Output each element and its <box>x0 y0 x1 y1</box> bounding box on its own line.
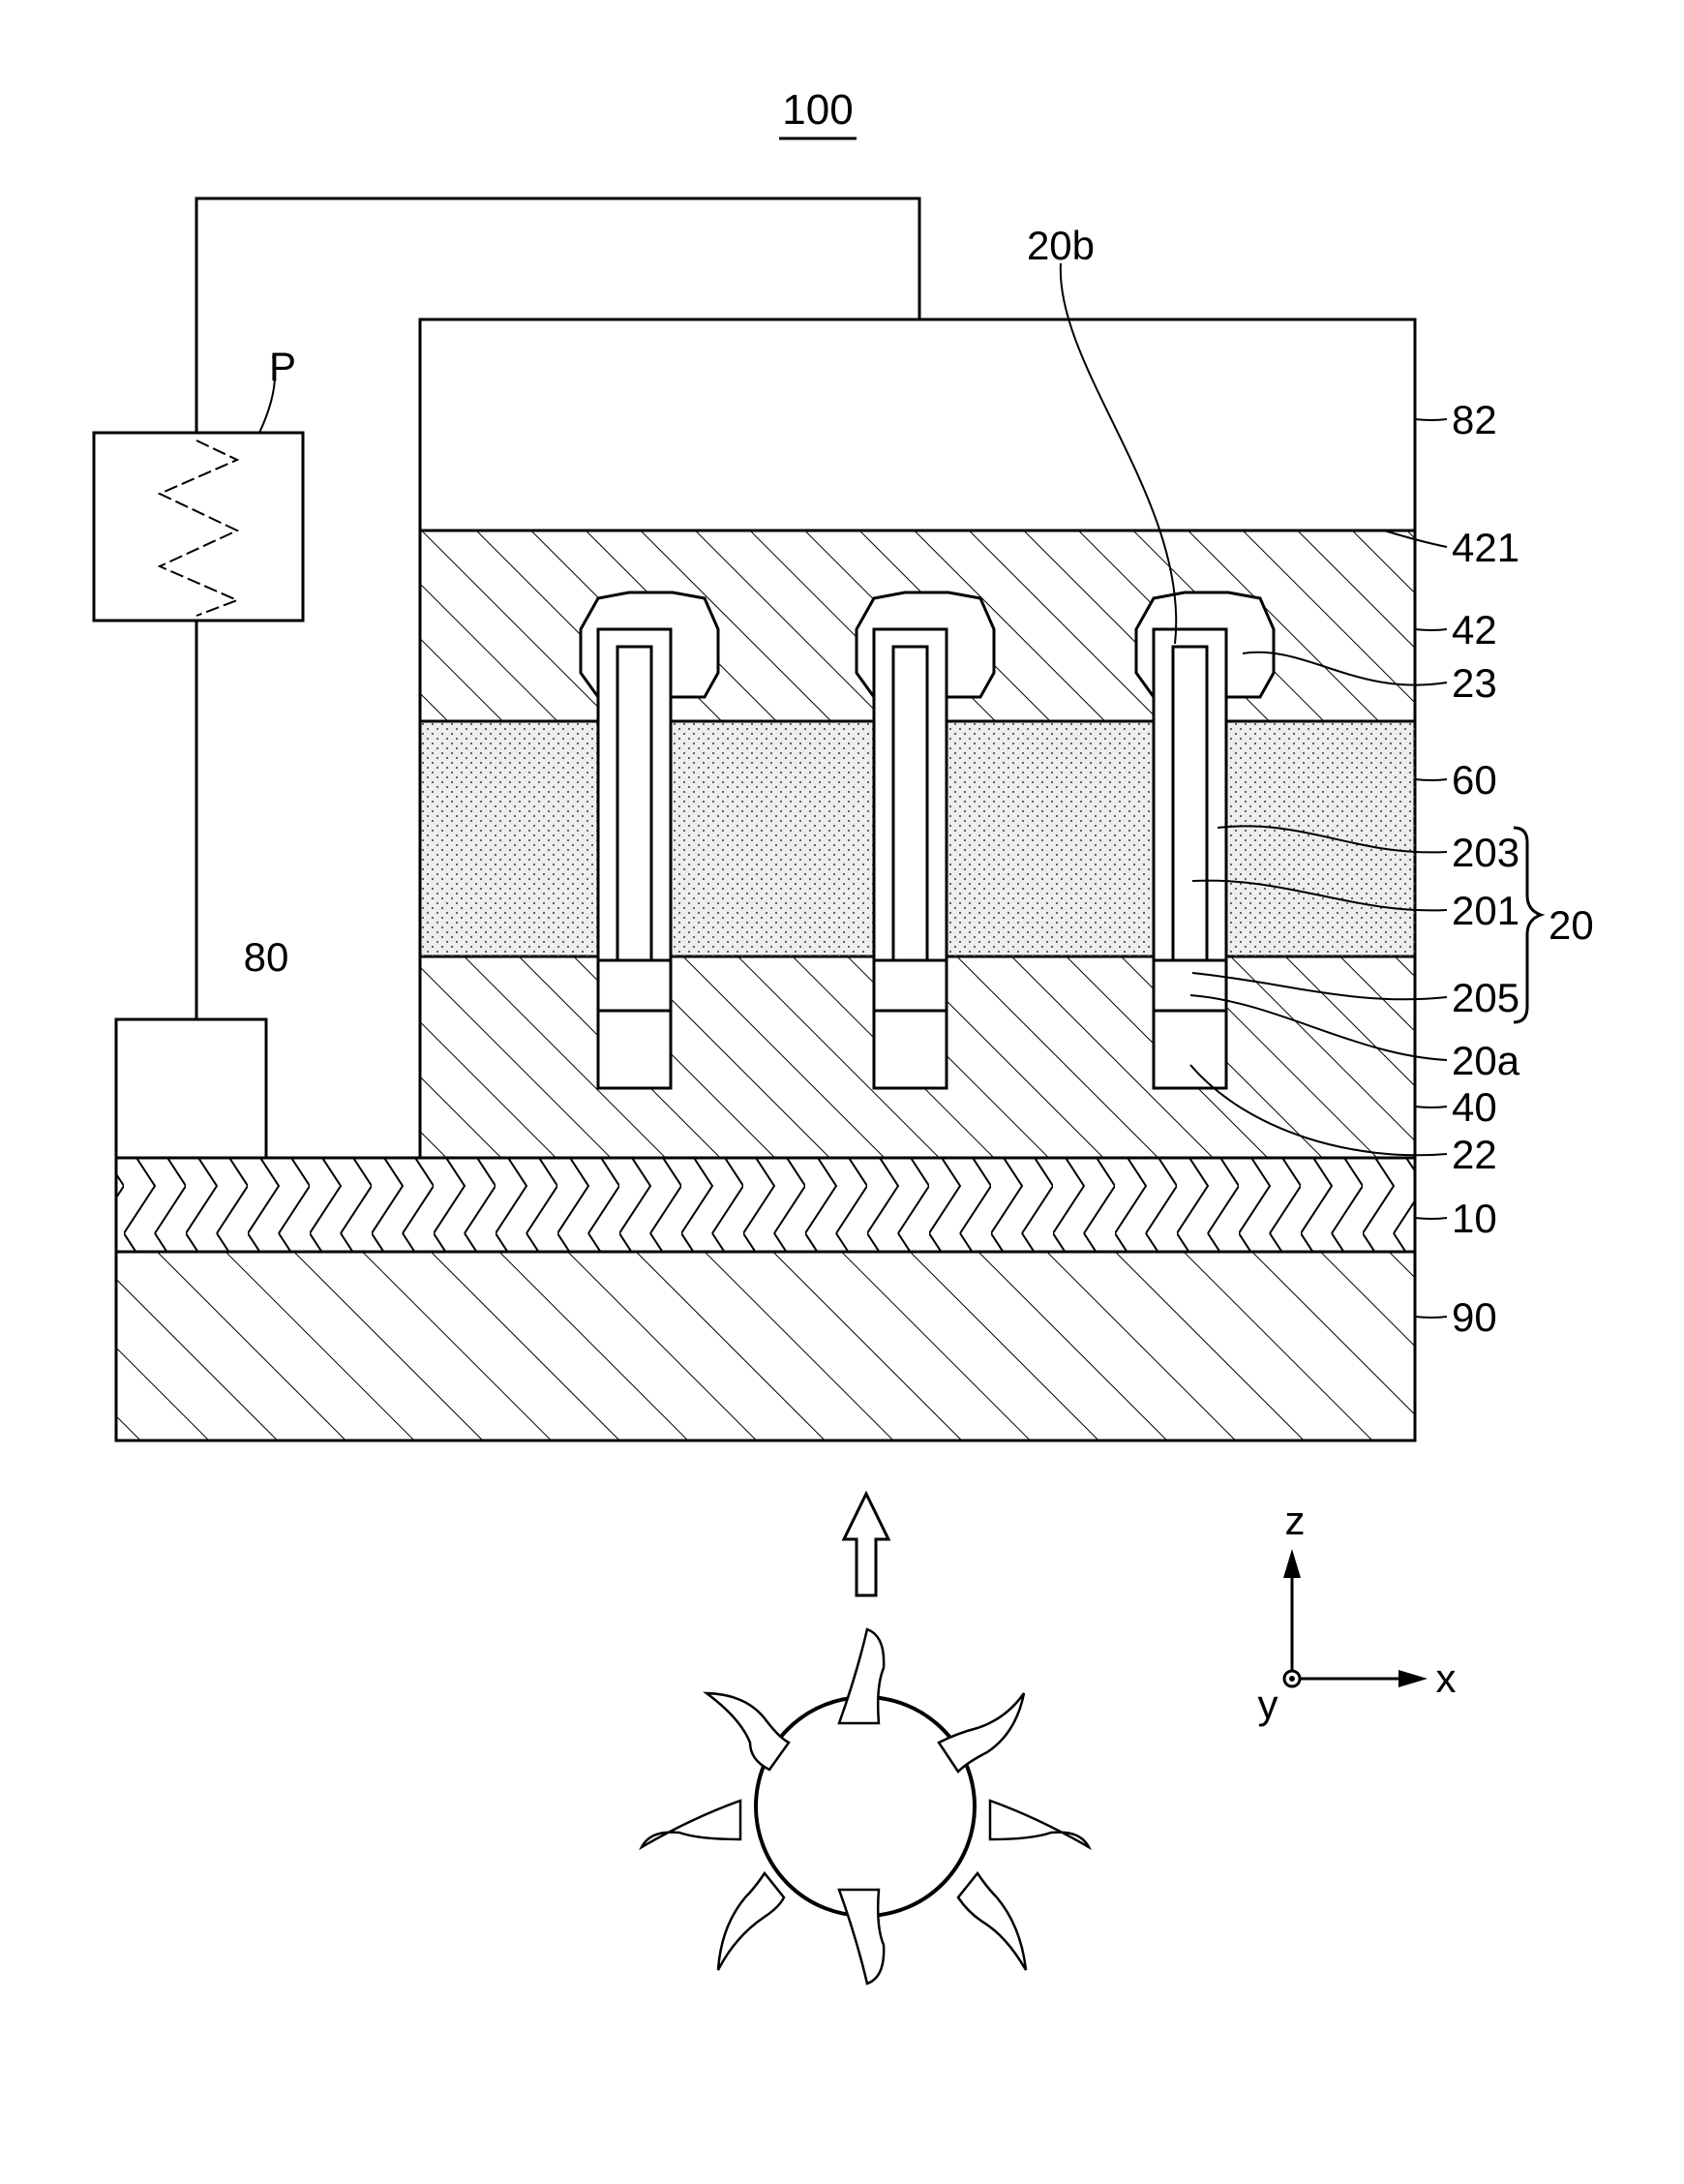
sun-ray <box>939 1693 1024 1772</box>
leader-82 <box>1415 419 1447 420</box>
label-40: 40 <box>1452 1084 1497 1130</box>
substrate-layer-90 <box>116 1252 1415 1441</box>
pillar-base-22 <box>598 1011 671 1088</box>
pillar-base-22 <box>1154 1011 1226 1088</box>
label-23: 23 <box>1452 660 1497 706</box>
label-82: 82 <box>1452 397 1497 442</box>
label-205: 205 <box>1452 975 1519 1020</box>
pillar-core-201 <box>1173 647 1207 960</box>
sun-ray <box>642 1801 740 1847</box>
load-resistor-box <box>94 433 303 621</box>
label-22: 22 <box>1452 1132 1497 1177</box>
sun-disc <box>756 1697 975 1916</box>
sun-ray <box>839 1890 884 1984</box>
y-axis-dot <box>1289 1676 1295 1682</box>
counter-electrode-82 <box>420 319 1415 531</box>
x-axis-arrow-icon <box>1398 1670 1428 1687</box>
label-421: 421 <box>1452 525 1519 570</box>
label-42: 42 <box>1452 607 1497 652</box>
pillar-core-201 <box>617 647 651 960</box>
pillar-core-201 <box>893 647 927 960</box>
sun-icon <box>642 1629 1089 1984</box>
label-20a: 20a <box>1452 1038 1520 1083</box>
leader-60 <box>1415 779 1447 780</box>
leader-10 <box>1415 1218 1447 1219</box>
sun-ray <box>958 1873 1026 1970</box>
axis-label-y: y <box>1258 1682 1278 1727</box>
pillar-part-205 <box>598 960 671 1011</box>
axis-label-z: z <box>1285 1498 1306 1543</box>
leader-42 <box>1415 629 1447 630</box>
up-arrow-icon <box>844 1494 888 1595</box>
label-20b: 20b <box>1027 223 1095 268</box>
sun-ray <box>718 1873 784 1970</box>
sun-ray <box>990 1801 1089 1847</box>
pillar-base-22 <box>874 1011 947 1088</box>
electrode-80 <box>116 1019 266 1158</box>
label-10: 10 <box>1452 1196 1497 1241</box>
label-P: P <box>269 344 296 389</box>
label-80: 80 <box>244 934 289 980</box>
sun-ray <box>707 1693 789 1770</box>
label-203: 203 <box>1452 830 1519 875</box>
label-201: 201 <box>1452 888 1519 933</box>
sun-ray <box>839 1629 884 1723</box>
figure-title: 100 <box>782 86 853 134</box>
coordinate-axes: z x y <box>1258 1498 1457 1727</box>
label-60: 60 <box>1452 757 1497 803</box>
pillar-part-205 <box>874 960 947 1011</box>
label-90: 90 <box>1452 1294 1497 1340</box>
z-axis-arrow-icon <box>1283 1549 1301 1578</box>
leader-90 <box>1415 1317 1447 1318</box>
axis-label-x: x <box>1436 1655 1457 1701</box>
transparent-electrode-layer-10 <box>116 1158 1415 1252</box>
pillar-part-205 <box>1154 960 1226 1011</box>
label-20: 20 <box>1549 902 1594 948</box>
